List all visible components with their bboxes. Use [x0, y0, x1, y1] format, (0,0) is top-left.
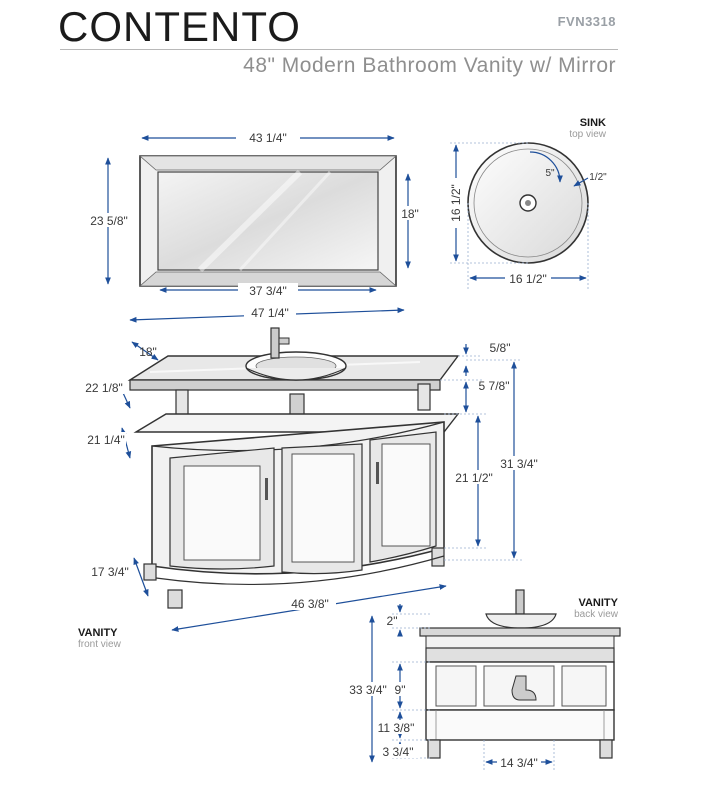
- dim-back-span-label: 14 3/4": [500, 756, 538, 770]
- header-rule: [60, 49, 618, 50]
- mirror-view: 43 1/4" 23 5/8" 18" 37 3/4": [80, 130, 422, 298]
- dim-sink-diameter-v-label: 16 1/2": [449, 184, 463, 222]
- faucet: [270, 327, 280, 359]
- front-view-title: VANITY: [78, 627, 118, 639]
- dim-mirror-width-label: 43 1/4": [249, 131, 287, 145]
- front-view-subtitle: front view: [78, 639, 122, 650]
- dim-sink-rim-label: 1/2": [589, 172, 607, 183]
- dim-top-side-depth-label: 22 1/8": [85, 381, 123, 395]
- dim-back-top-label: 2": [387, 614, 398, 628]
- dim-glass-thickness-label: 5/8": [490, 341, 511, 355]
- dim-top-depth: [131, 341, 159, 361]
- dim-top-depth-label: 18": [139, 345, 157, 359]
- back-view-subtitle: back view: [574, 609, 619, 620]
- mirror-glass: [157, 171, 379, 271]
- sink-view-subtitle: top view: [569, 129, 606, 140]
- dim-mirror-height-label: 23 5/8": [90, 214, 128, 228]
- product-subtitle: 48" Modern Bathroom Vanity w/ Mirror: [243, 54, 616, 77]
- vanity-back-view: VANITY back view 2" 33 3/4" 9": [346, 589, 621, 770]
- model-number: FVN3318: [557, 14, 616, 29]
- sink-view-title: SINK: [580, 117, 606, 129]
- dim-back-shelf-label: 9": [395, 683, 406, 697]
- dim-mirror-glass-height-label: 18": [401, 207, 419, 221]
- dim-sink-rim: [573, 177, 589, 187]
- dim-cabinet-height-label: 21 1/2": [455, 471, 493, 485]
- dim-mirror-glass-width-label: 37 3/4": [249, 284, 287, 298]
- dim-shelf-gap-label: 5 7/8": [479, 379, 510, 393]
- dim-top-width-label: 47 1/4": [251, 306, 289, 320]
- sink-top-view: SINK top view 5" 1/2" 16 1/2" 16 1/2": [446, 117, 607, 290]
- dim-sink-depth-arc: [529, 151, 563, 183]
- vanity-front-view: 47 1/4" 18" 5/8" 5 7/8" 22 1/8" 21 1/4" …: [78, 305, 544, 650]
- dim-sink-depth-label: 5": [545, 168, 555, 179]
- dim-base-depth-label: 17 3/4": [91, 565, 129, 579]
- brand-title: CONTENTO: [58, 3, 301, 50]
- dim-sink-diameter-h-label: 16 1/2": [509, 272, 547, 286]
- dim-base-depth: [133, 557, 149, 597]
- dim-back-total-label: 33 3/4": [349, 683, 387, 697]
- dim-back-cabinet-label: 11 3/8": [378, 721, 415, 735]
- dim-base-width-label: 46 3/8": [291, 597, 329, 611]
- dim-back-leg-label: 3 3/4": [383, 745, 414, 759]
- dim-total-height-label: 31 3/4": [500, 457, 538, 471]
- back-view-title: VANITY: [578, 597, 618, 609]
- dim-counter-depth-label: 21 1/4": [87, 433, 125, 447]
